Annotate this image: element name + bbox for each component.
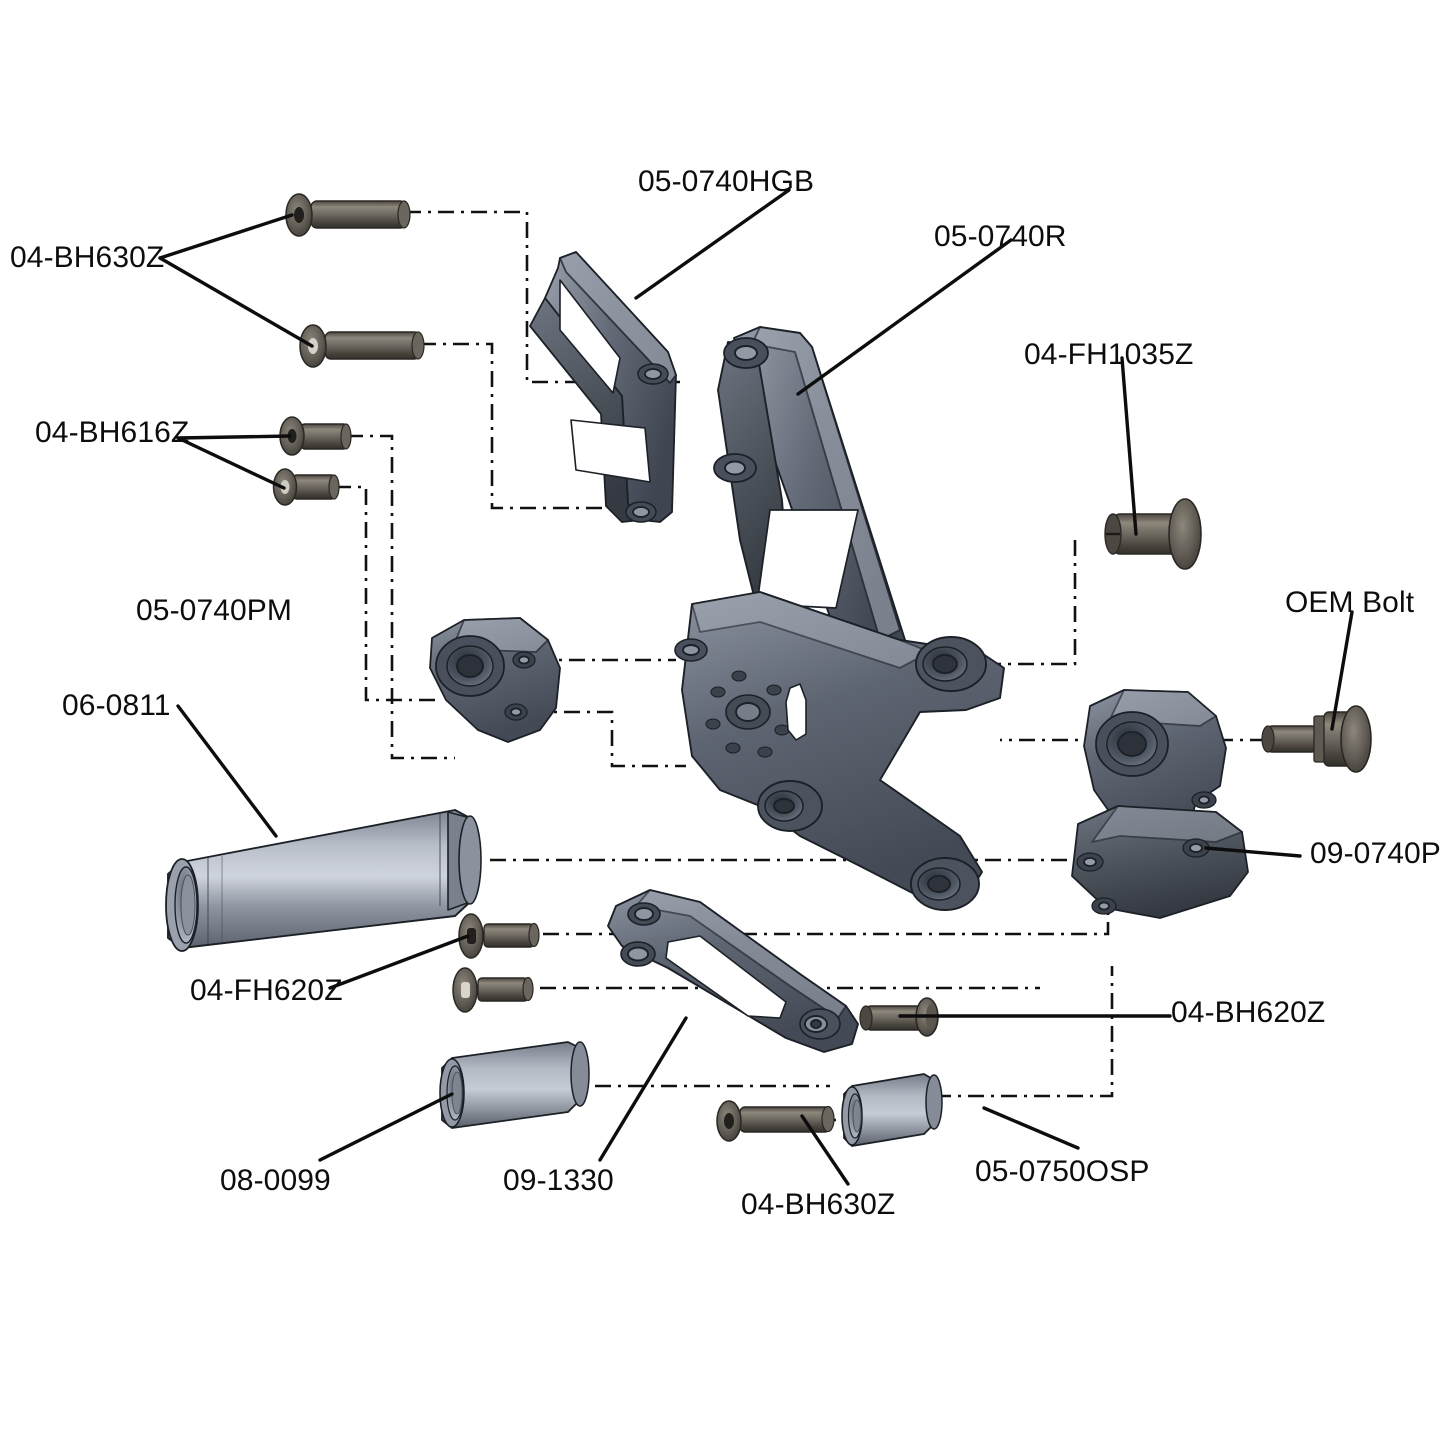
part-06-0811-footpeg (165, 809, 482, 952)
label-09-1330: 09-1330 (503, 1164, 614, 1197)
part-09-1330-lever-arm (607, 889, 859, 1053)
label-06-0811: 06-0811 (62, 689, 171, 722)
bolt-04-bh616z-lower (272, 468, 340, 506)
label-05-0740pm: 05-0740PM (136, 594, 292, 627)
part-08-0099-bushing (439, 1041, 590, 1129)
part-05-0740hgb-heel-guard (529, 251, 677, 523)
bolt-04-bh630z-upper (285, 193, 411, 237)
label-04-bh630z-top: 04-BH630Z (10, 241, 165, 274)
part-05-0740pm-peg-mount (429, 617, 561, 743)
label-05-0740r: 05-0740R (934, 220, 1067, 253)
label-04-fh1035z: 04-FH1035Z (1024, 338, 1194, 371)
label-oem-bolt: OEM Bolt (1285, 586, 1415, 619)
label-08-0099: 08-0099 (220, 1164, 331, 1197)
bolt-04-bh620z (859, 997, 939, 1037)
part-05-0750osp-spacer (841, 1073, 943, 1147)
bolt-oem (1261, 705, 1372, 773)
bolt-04-fh1035z (1104, 498, 1202, 570)
label-04-fh620z: 04-FH620Z (190, 974, 343, 1007)
label-05-0750osp: 05-0750OSP (975, 1155, 1150, 1188)
label-09-0740p: 09-0740P (1310, 837, 1441, 870)
bolt-04-fh620z-upper (458, 913, 540, 959)
bolt-04-fh620z-lower (452, 967, 534, 1013)
label-04-bh630z-bottom: 04-BH630Z (741, 1188, 896, 1221)
part-09-0740p-pivot-block (1071, 689, 1249, 919)
leader-lines (158, 188, 1354, 1186)
bolt-04-bh616z-upper (279, 416, 352, 456)
label-04-bh616z: 04-BH616Z (35, 416, 190, 449)
bolt-04-bh630z-lower (299, 324, 425, 368)
part-05-0740r-main-plate (674, 326, 1005, 911)
label-04-bh620z: 04-BH620Z (1171, 996, 1326, 1029)
label-05-0740hgb: 05-0740HGB (638, 165, 815, 198)
